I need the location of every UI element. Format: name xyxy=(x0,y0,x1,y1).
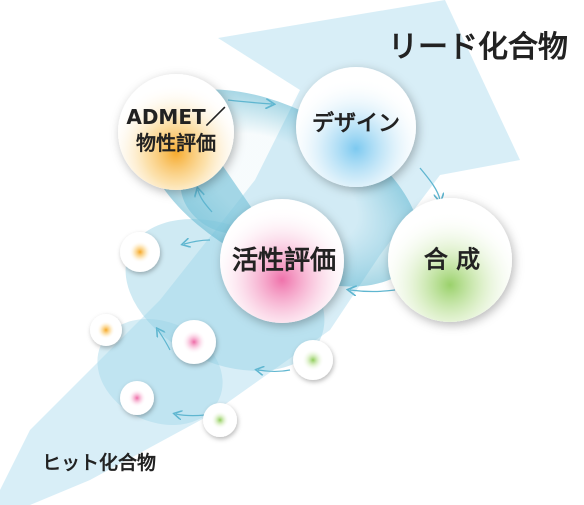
hit-compound-title: ヒット化合物 xyxy=(42,452,157,474)
arrow-lower-cycle-3 xyxy=(176,414,206,416)
node-design xyxy=(296,67,416,187)
node-synthesis xyxy=(388,198,512,322)
arrow-admet-to-design xyxy=(227,100,272,104)
small-node-orange-2 xyxy=(90,314,122,346)
admet-label-line2: 物性評価 xyxy=(135,131,216,155)
small-node-pink-1 xyxy=(172,320,216,364)
node-evaluation xyxy=(220,199,344,323)
small-node-green-1 xyxy=(293,340,333,380)
small-node-green-2 xyxy=(203,403,237,437)
design-label: デザイン xyxy=(311,111,401,137)
admet-label-line1: ADMET／ xyxy=(126,105,226,129)
synthesis-label: 合 成 xyxy=(423,245,481,274)
arrow-lower-cycle-1 xyxy=(184,240,211,244)
arrow-synthesis-to-evaluation xyxy=(350,290,396,292)
small-node-orange-1 xyxy=(120,232,160,272)
lead-compound-title: リード化合物 xyxy=(388,30,568,65)
small-node-pink-2 xyxy=(120,381,154,415)
node-admet xyxy=(118,74,234,190)
admet-label: ADMET／ 物性評価 xyxy=(126,104,225,156)
arrow-design-to-synthesis xyxy=(419,167,440,200)
arrow-lower-cycle-2 xyxy=(258,370,291,372)
arrow-lower-cycle-4 xyxy=(158,330,171,351)
arrow-evaluation-to-admet xyxy=(198,190,213,213)
evaluation-label: 活性評価 xyxy=(231,246,337,277)
